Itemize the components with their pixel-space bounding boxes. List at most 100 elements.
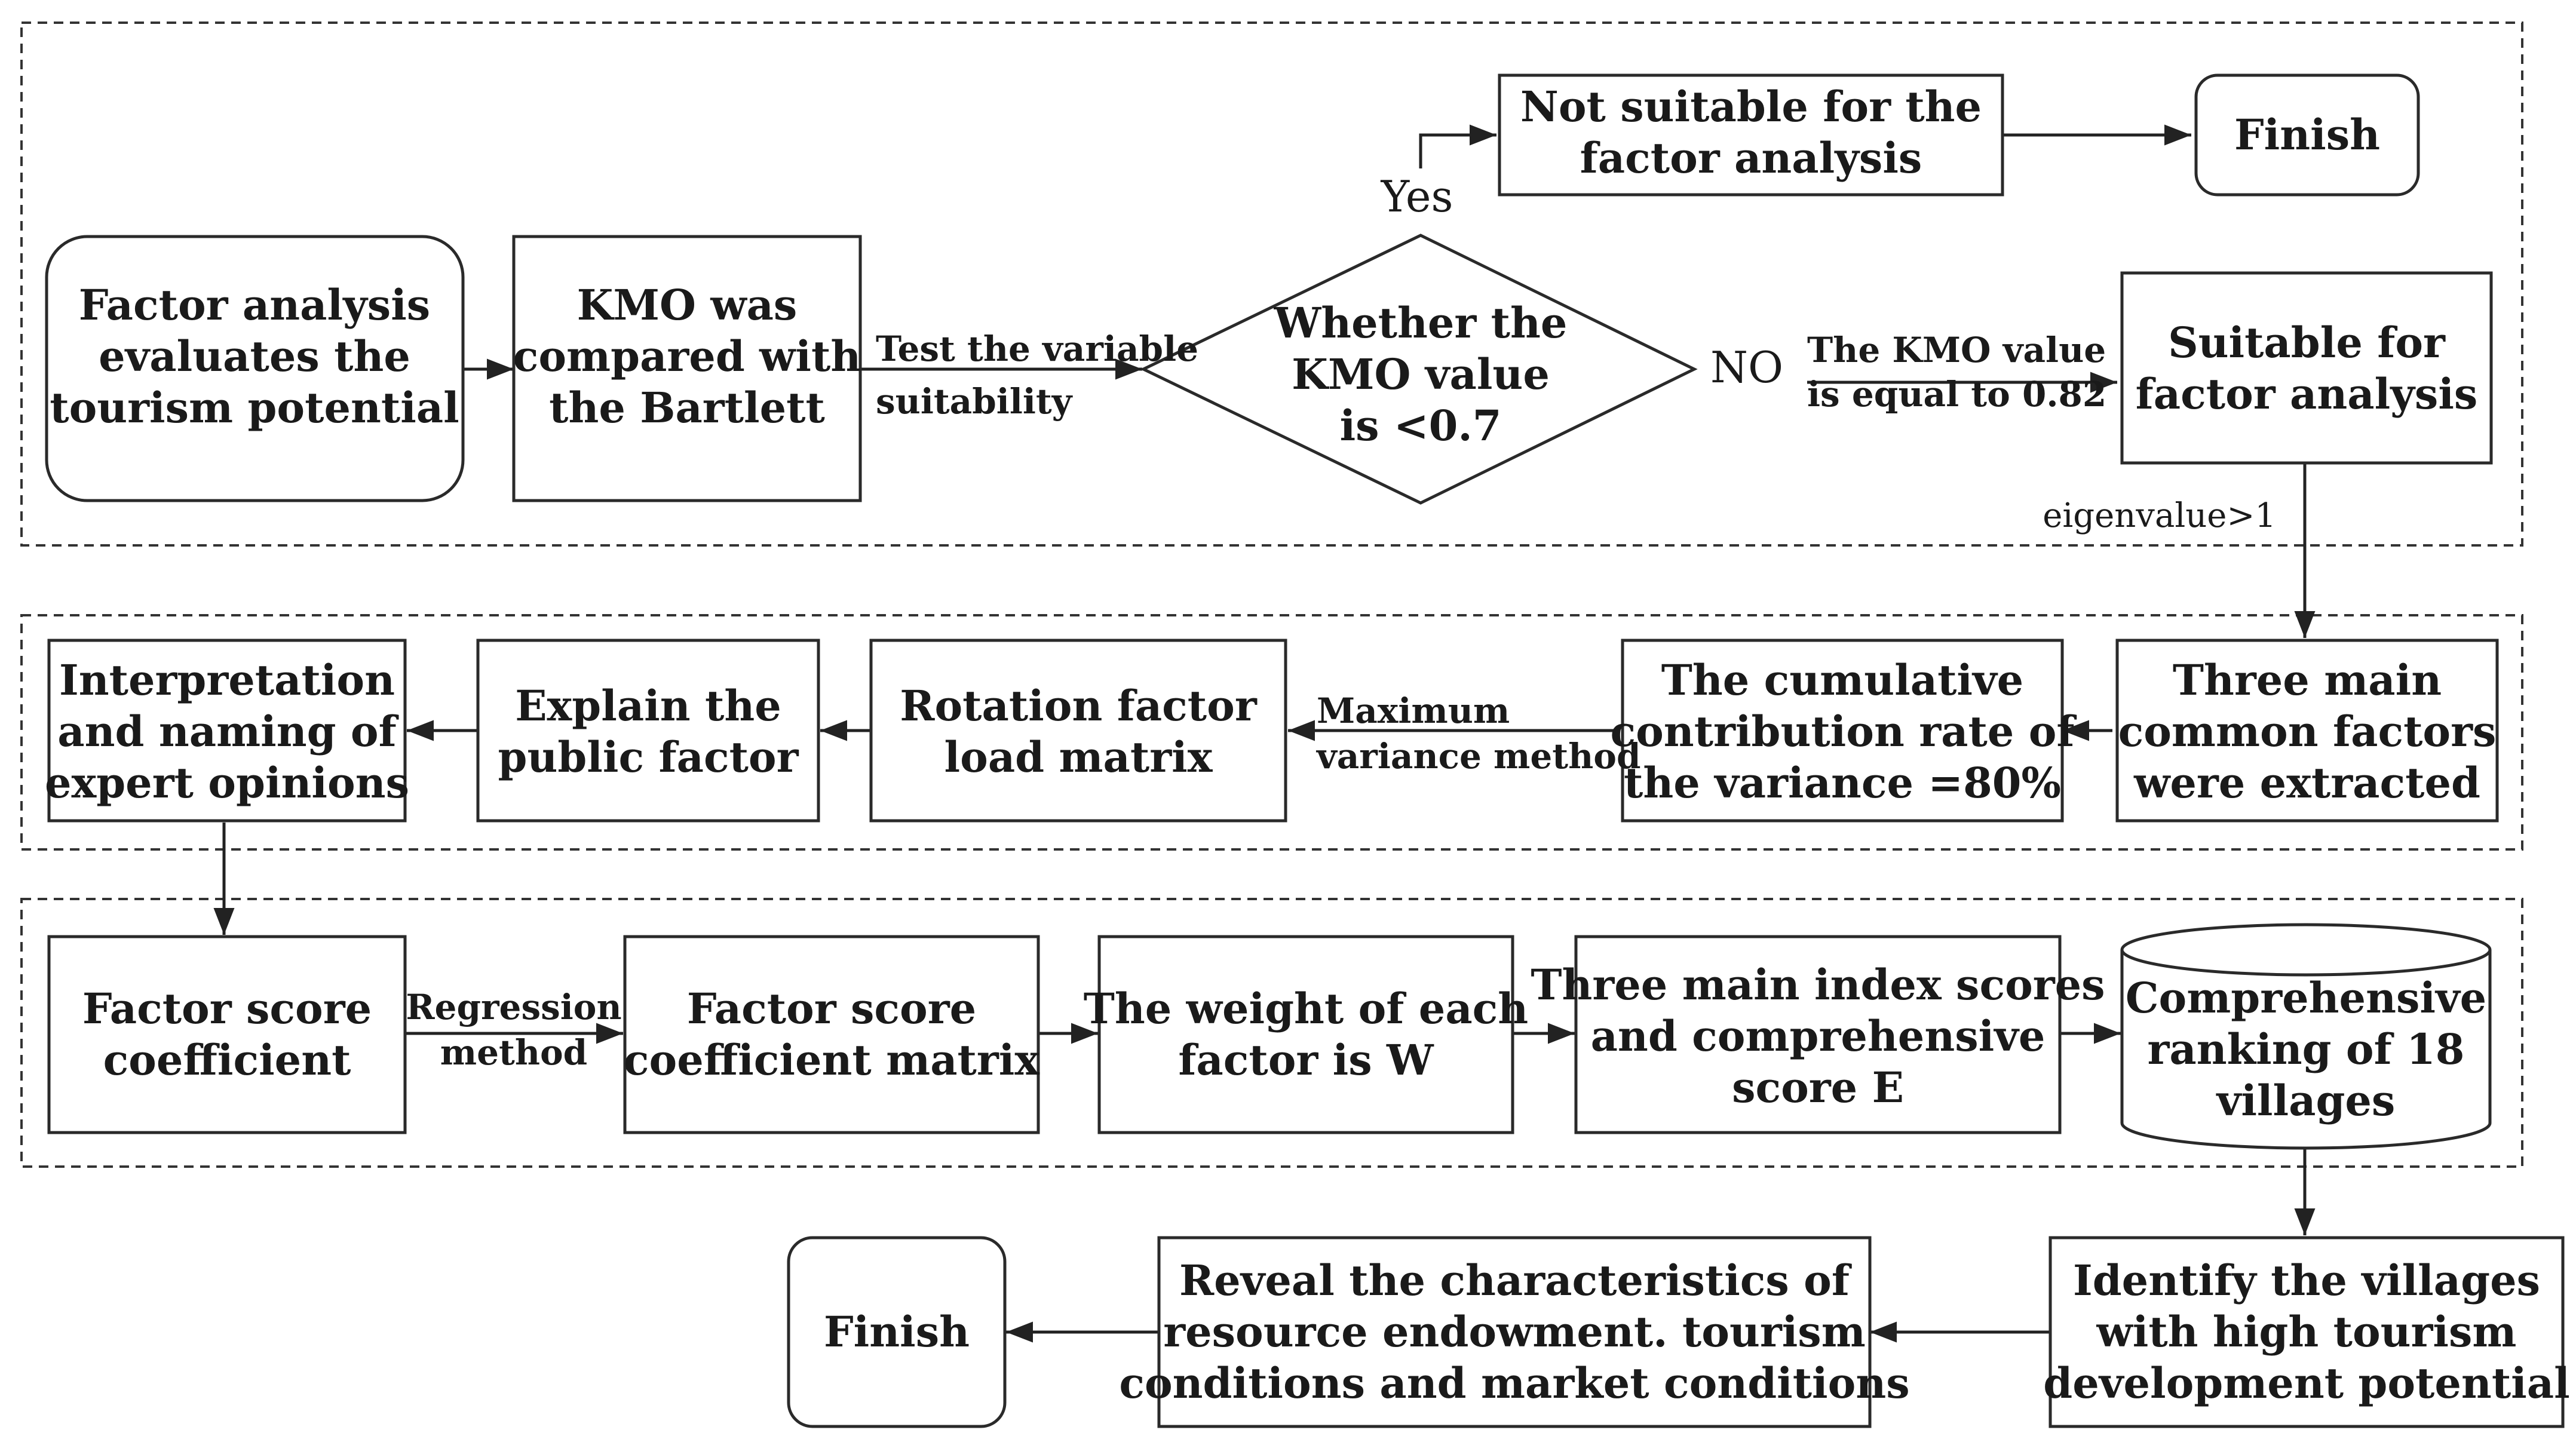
text-line: Factor score <box>82 984 372 1033</box>
text-line: ranking of 18 <box>2147 1024 2464 1074</box>
text-line: score E <box>1732 1063 1904 1112</box>
text-line: conditions and market conditions <box>1119 1358 1909 1408</box>
node-decision-diamond <box>1140 234 1698 505</box>
text-line: with high tourism <box>2096 1307 2516 1357</box>
text-line: coefficient matrix <box>624 1035 1040 1085</box>
text-line: coefficient <box>103 1035 351 1085</box>
node-fs-coefficient-box <box>47 935 407 1134</box>
text-line: compared with <box>513 332 861 381</box>
text-line: villages <box>2216 1076 2396 1125</box>
node-not-suitable-box <box>1498 73 2004 197</box>
text-line: Reveal the characteristics of <box>1179 1256 1852 1305</box>
text-line: The cumulative <box>1661 655 2023 705</box>
text-line: Test the variable <box>876 329 1198 369</box>
text-line: method <box>440 1032 587 1073</box>
node-cumulative-box <box>1621 639 2064 823</box>
text-line: Factor analysis <box>79 280 430 330</box>
group-factor-extraction <box>20 614 2523 851</box>
group-suitability-test <box>20 22 2523 547</box>
edges <box>213 124 2316 1343</box>
label-test-suitability: Test the variable suitability <box>876 329 1198 422</box>
text-line: Suitable for <box>2168 318 2446 367</box>
node-start-box <box>45 235 465 502</box>
text-line: and comprehensive <box>1591 1011 2046 1061</box>
text-line: development potential <box>2043 1358 2569 1408</box>
text-line: factor analysis <box>1580 133 1922 183</box>
text-line: Explain the <box>515 681 781 731</box>
node-reveal-box <box>1157 1236 1872 1428</box>
node-rotation-box <box>869 639 1287 823</box>
node-index-scores-box <box>1574 935 2062 1134</box>
node-suitable-box <box>2120 271 2493 465</box>
text-line: is <0.7 <box>1340 401 1502 450</box>
text-line: Finish <box>2234 110 2380 159</box>
text-line: Three main <box>2173 655 2442 705</box>
text-line: load matrix <box>944 732 1213 782</box>
text-line: Three main index scores <box>1531 960 2105 1010</box>
text-line: evaluates the <box>99 332 410 381</box>
text-line: public factor <box>498 732 799 782</box>
text-line: factor is W <box>1178 1035 1434 1085</box>
text-line: KMO value <box>1292 349 1550 399</box>
node-finish-top: Finish <box>2234 110 2380 159</box>
node-ranking-cylinder-top <box>2120 923 2492 977</box>
node-kmo-bartlett-box <box>512 235 862 502</box>
text-line: tourism potential <box>50 383 459 432</box>
text-line: is equal to 0.82 <box>1807 374 2106 415</box>
text-line: The KMO value <box>1807 330 2106 370</box>
text-line: Finish <box>824 1307 970 1357</box>
label-no: NO <box>1710 342 1783 392</box>
text-line: The weight of each <box>1084 984 1528 1033</box>
label-eigenvalue: eigenvalue>1 <box>2043 496 2276 535</box>
node-weight-box <box>1097 935 1514 1134</box>
label-max-variance: Maximum variance method <box>1315 691 1641 777</box>
node-explain-box <box>476 639 820 823</box>
text-line: Comprehensive <box>2126 973 2486 1023</box>
group-factor-scoring <box>20 898 2523 1168</box>
label-yes: Yes <box>1381 171 1453 222</box>
text-line: contribution rate of <box>1610 707 2077 756</box>
node-finish-top-box <box>2194 73 2420 197</box>
node-identify-box <box>2048 1236 2565 1428</box>
text-line: Maximum <box>1317 691 1510 731</box>
text-line: common factors <box>2118 707 2497 756</box>
node-three-factors-box <box>2115 639 2499 823</box>
node-finish-bottom: Finish <box>824 1307 970 1357</box>
text-line: Whether the <box>1274 298 1568 348</box>
text-line: Not suitable for the <box>1520 82 1982 131</box>
text-line: and naming of <box>57 707 398 756</box>
text-line: Factor score <box>687 984 976 1033</box>
node-fs-matrix-box <box>623 935 1040 1134</box>
text-line: expert opinions <box>45 758 409 808</box>
edge-decision-yes-to-not-suitable <box>1419 124 1496 168</box>
text-line: were extracted <box>2133 758 2480 808</box>
text-line: the variance =80% <box>1624 758 2061 808</box>
text-line: Interpretation <box>59 655 395 705</box>
text-line: suitability <box>876 381 1074 422</box>
text-line: variance method <box>1315 736 1641 777</box>
text-line: Identify the villages <box>2073 1256 2540 1305</box>
node-finish-bottom-box <box>787 1236 1007 1428</box>
text-line: resource endowment. tourism <box>1163 1307 1866 1357</box>
text-line: the Bartlett <box>549 383 825 432</box>
node-interpretation-box <box>47 639 407 823</box>
text-line: factor analysis <box>2136 369 2478 419</box>
